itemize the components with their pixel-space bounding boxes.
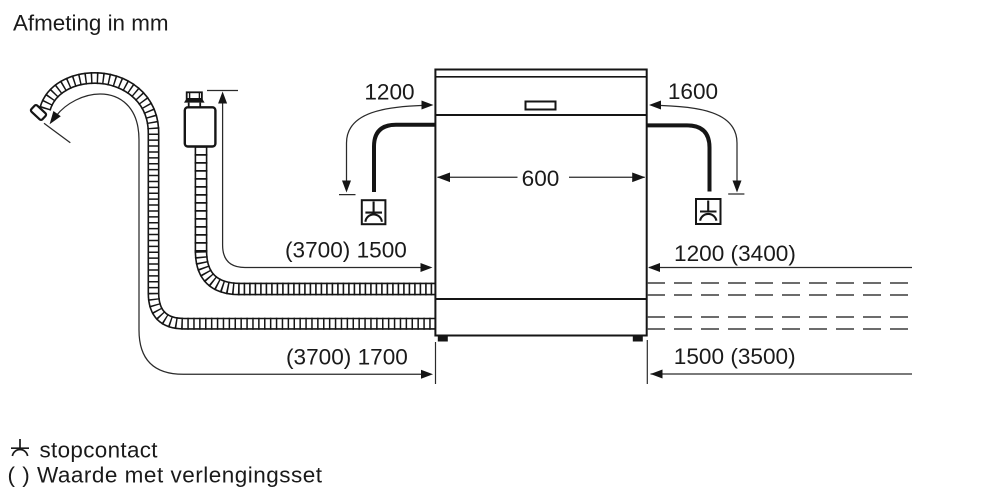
svg-text:stopcontact: stopcontact [40,438,159,463]
svg-text:(3700) 1700: (3700) 1700 [286,345,408,370]
svg-text:600: 600 [522,166,560,191]
svg-text:( ) Waarde met verlengingsset: ( ) Waarde met verlengingsset [8,463,323,488]
svg-text:1200: 1200 [364,80,414,105]
svg-text:Afmeting in mm: Afmeting in mm [13,11,169,36]
svg-text:1200 (3400): 1200 (3400) [674,241,796,266]
svg-text:1600: 1600 [668,79,718,104]
svg-text:(3700) 1500: (3700) 1500 [285,238,407,263]
svg-text:1500 (3500): 1500 (3500) [674,344,796,369]
